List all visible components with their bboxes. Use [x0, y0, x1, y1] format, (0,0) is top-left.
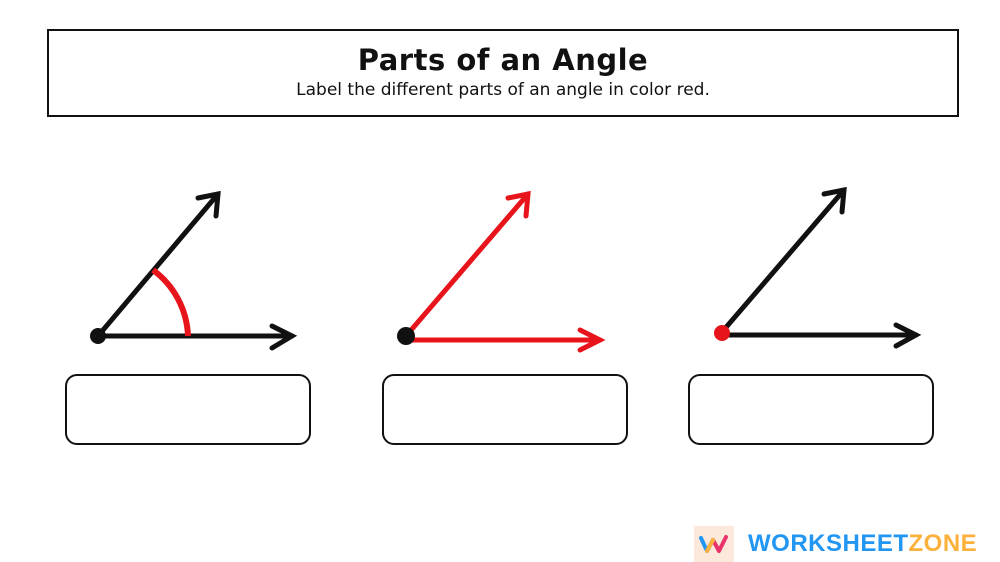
vertex-dot — [397, 327, 415, 345]
angle-diagram-vertex — [714, 186, 922, 349]
angle-diagram-arc — [90, 190, 298, 351]
worksheetzone-w-icon — [694, 526, 734, 562]
vertex-dot — [714, 325, 730, 341]
brand-name: WORKSHEETZONE — [748, 530, 977, 558]
ray-horizontal — [403, 327, 606, 353]
instructions: Label the different parts of an angle in… — [296, 80, 710, 100]
angle-diagram-rays — [397, 190, 606, 353]
worksheetzone-logo: WORKSHEETZONE — [694, 526, 977, 562]
ray-upper — [403, 190, 531, 339]
answer-box-1[interactable] — [65, 374, 311, 445]
ray-horizontal — [719, 322, 922, 349]
angle-arc — [151, 267, 191, 337]
answer-box-3[interactable] — [688, 374, 934, 445]
brand-name-part1: WORKSHEET — [748, 530, 909, 557]
page-title: Parts of an Angle — [357, 43, 649, 77]
ray-upper — [95, 190, 221, 339]
vertex-dot — [90, 328, 106, 344]
ray-horizontal — [95, 323, 298, 351]
brand-name-part2: ZONE — [908, 530, 978, 557]
answer-box-2[interactable] — [382, 374, 628, 445]
header-box: Parts of an Angle Label the different pa… — [47, 29, 959, 117]
ray-upper — [719, 186, 847, 335]
